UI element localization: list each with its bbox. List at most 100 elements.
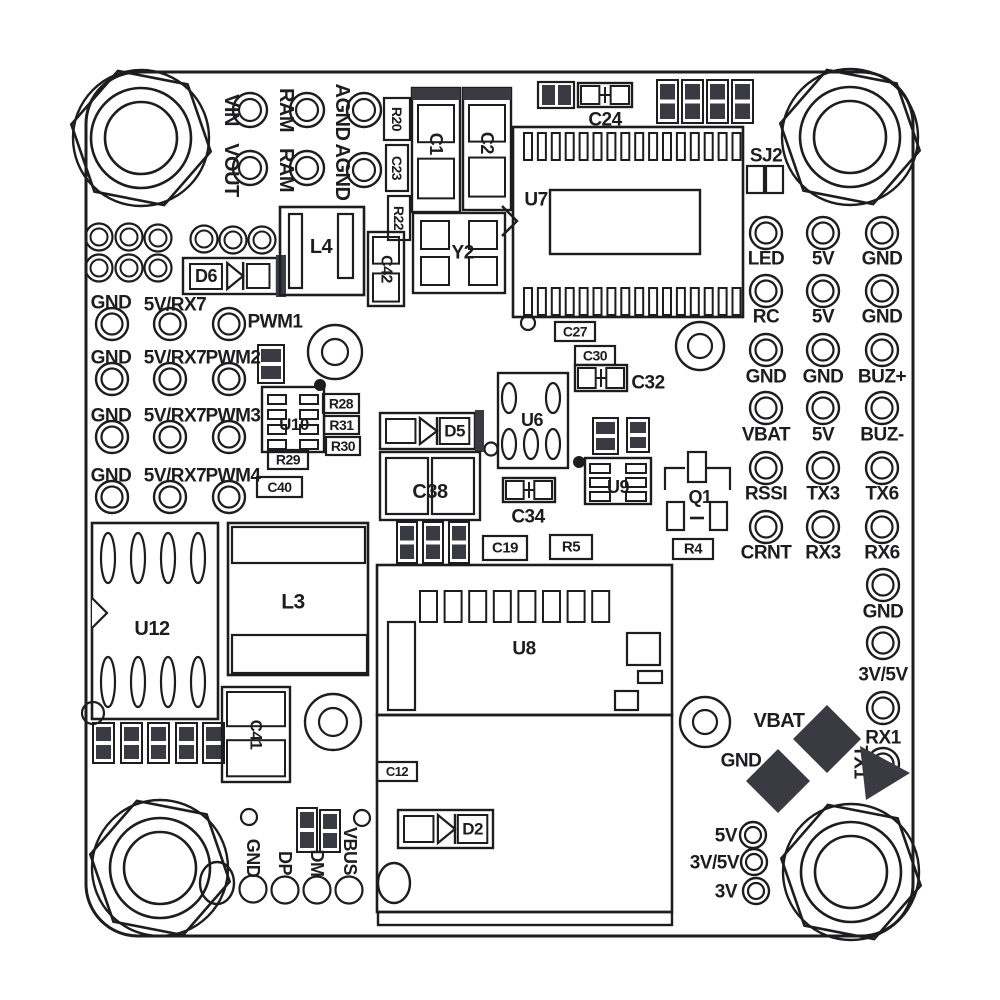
ic-u12-pad: [159, 655, 177, 709]
ic-u7-pins-top: [662, 132, 672, 161]
ic-u9-pin: [625, 463, 647, 474]
ic-u7-pins-bottom: [634, 287, 645, 316]
ic-u12-label: U12: [134, 618, 170, 640]
resistor-cluster-blob: [452, 544, 466, 559]
label-5vrx7-2: 5V/RX7: [144, 348, 206, 369]
module-u8-pads: [419, 590, 438, 623]
label-5v-sel: 5V: [715, 826, 738, 847]
pad-pwm3: [211, 419, 247, 455]
resistor-cluster-blob: [660, 84, 675, 100]
capacitor-c2-stripe: [463, 88, 511, 100]
ic-u7-pins-top: [620, 132, 631, 161]
resistor-r31-label: R31: [329, 417, 354, 433]
label-5vrx7-3: 5V/RX7: [144, 406, 206, 427]
capacitor-c19-label: C19: [492, 540, 518, 557]
ic-u7-pins-bottom: [606, 287, 617, 316]
pad-pwm2: [211, 361, 247, 397]
capacitor-c42-pad: [372, 272, 400, 303]
pad-3v-sel: [741, 876, 771, 906]
capacitor-c41-pad: [226, 691, 286, 728]
resistor-r28-label: R28: [329, 396, 354, 412]
diode-d6-pad: [245, 263, 271, 289]
label-rx6: RX6: [864, 543, 899, 564]
resistor-cluster-blob: [206, 727, 221, 741]
pad-gnd-p1: [94, 306, 130, 342]
via: [519, 314, 537, 332]
pad-gnd-usb: [238, 874, 268, 904]
pad-gnd-p2-hole: [100, 367, 124, 391]
via-hole: [89, 227, 109, 247]
capacitor-c19: [481, 534, 529, 562]
pad-crnt-hole: [754, 515, 778, 539]
label-l4: L4: [310, 236, 334, 258]
resistor-cluster-blob: [96, 745, 111, 759]
ic-u12-pad: [159, 531, 177, 585]
pad-ram-2: [288, 149, 326, 187]
ic-u9-pin: [589, 463, 611, 474]
capacitor-c38-pad: [384, 456, 430, 516]
label-5vrx7-4: 5V/RX7: [144, 466, 206, 487]
resistor-cluster-blob: [710, 84, 725, 100]
label-pwm1: PWM1: [248, 312, 304, 333]
capacitor-c1-label: C1: [426, 133, 446, 155]
pad-5v-b: [805, 273, 841, 309]
diode-d2-triangle: [436, 812, 457, 846]
resistor-cluster: [296, 807, 318, 853]
capacitor-c2-label: C2: [477, 132, 497, 154]
label-3v5v-a: 3V/5V: [858, 665, 908, 686]
resistor-cluster: [120, 722, 143, 764]
pad-crnt: [748, 509, 784, 545]
mounting-hole-top-left-ring: [89, 86, 193, 190]
capacitor-c41-label: C41: [247, 720, 266, 750]
usb-shell-pad: [198, 860, 236, 906]
via-ring: [678, 695, 732, 749]
resistor-cluster-blob: [151, 745, 166, 759]
resistor-cluster-blob: [710, 103, 725, 119]
pad-rx3: [805, 509, 841, 545]
ic-u12-pad: [99, 531, 117, 585]
pad-tx3-hole: [811, 456, 835, 480]
pad-led-hole: [754, 221, 778, 245]
label-rx1: RX1: [865, 728, 901, 749]
usb-shell-pad: [376, 861, 412, 905]
via: [143, 223, 173, 253]
pad-ram-2-hole: [294, 155, 320, 181]
capacitor-cluster-blob: [261, 366, 281, 379]
pad-gnd-p4: [94, 479, 130, 515]
resistor-cluster-blob: [630, 437, 646, 448]
label-5v-a: 5V: [812, 249, 835, 270]
pad-5vrx7-2: [152, 361, 188, 397]
label-vin: VIN: [220, 94, 242, 126]
ic-u7-pins-top: [648, 132, 659, 161]
ic-u12-pad: [99, 655, 117, 709]
ic-u7-pins-top: [675, 132, 686, 161]
capacitor-c23-label: C23: [389, 156, 405, 181]
label-gnd-p1: GND: [91, 293, 132, 314]
label-tx3: TX3: [806, 484, 839, 505]
capacitor-c41: [220, 685, 292, 784]
mounting-hole-bottom-right: [781, 802, 921, 942]
pad-gnd-c: [748, 332, 784, 368]
ic-u10-pin: [267, 409, 287, 420]
solder-jumper-sj2-pad: [764, 164, 785, 195]
diode-d2-label: D2: [462, 820, 483, 839]
capacitor-c2-pad: [468, 156, 506, 198]
resistor-r30-label: R30: [331, 438, 356, 454]
label-agnd-2: AGND: [331, 144, 353, 201]
via-hole: [148, 258, 168, 278]
mounting-hole-top-left-hole: [103, 100, 179, 176]
ic-u12-pad: [189, 531, 207, 585]
resistor-cluster: [202, 722, 225, 764]
pad-rc-hole: [754, 279, 778, 303]
pad-agnd-1-hole: [351, 97, 377, 123]
pad-gnd-p2: [94, 361, 130, 397]
resistor-cluster-blob: [323, 833, 337, 848]
label-3v5v-sel: 3V/5V: [690, 853, 740, 874]
resistor-cluster-blob: [323, 814, 337, 829]
pad-3v5v-sel-hole: [744, 852, 764, 872]
pad-gnd-p4-hole: [100, 485, 124, 509]
diode-d6-triangle: [226, 260, 245, 292]
capacitor-c12-label: C12: [386, 764, 409, 779]
module-u8-pad: [636, 669, 664, 685]
capacitor-c32-polarity: [595, 369, 607, 387]
